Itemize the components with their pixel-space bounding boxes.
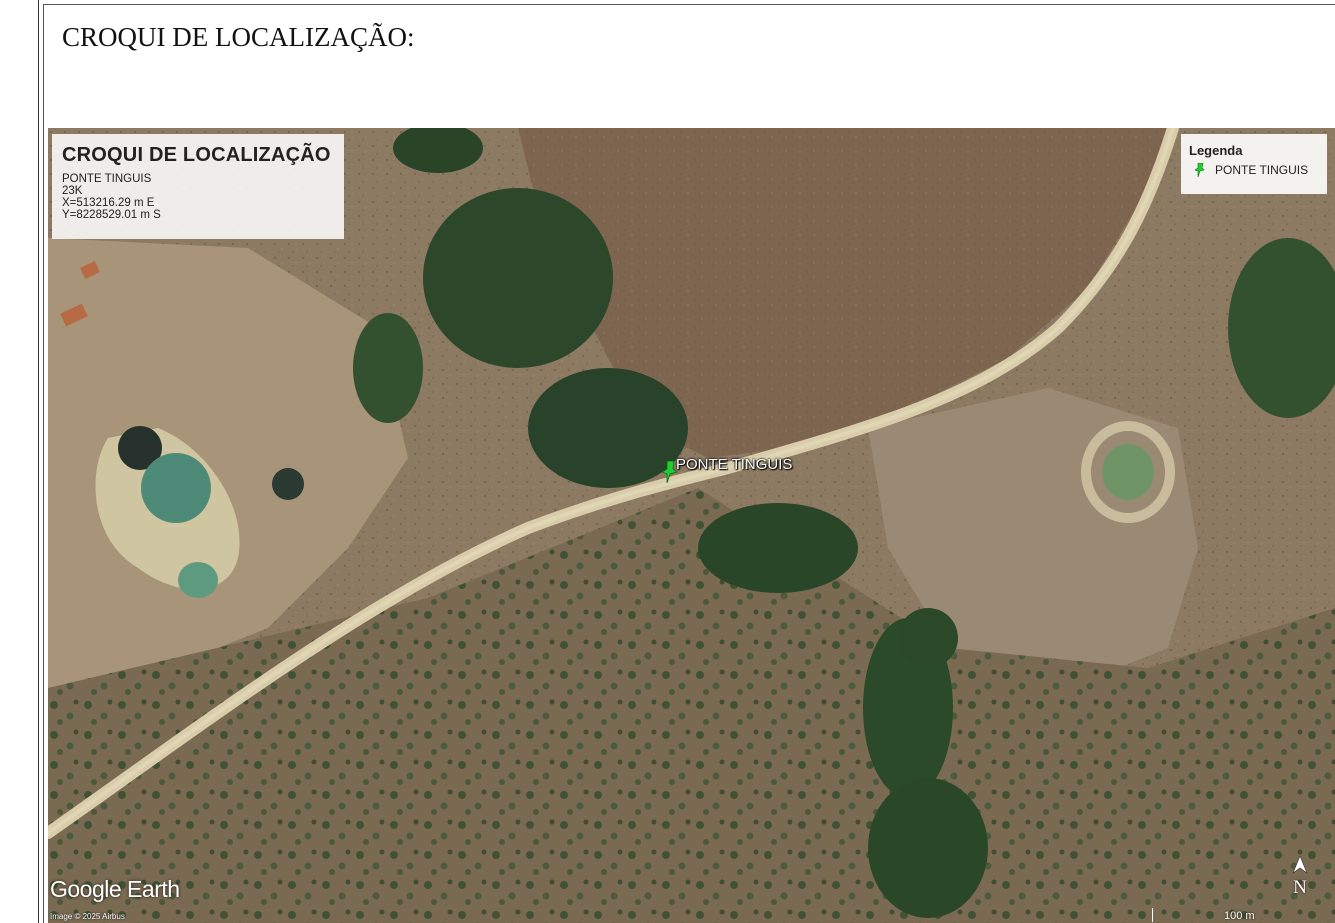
north-arrow-icon (1292, 855, 1308, 874)
legend-item-label: PONTE TINGUIS (1215, 163, 1309, 177)
left-margin-rule (38, 0, 39, 923)
north-label: N (1293, 877, 1307, 898)
map-info-panel: CROQUI DE LOCALIZAÇÃO PONTE TINGUIS 23K … (52, 134, 344, 239)
satellite-map[interactable]: CROQUI DE LOCALIZAÇÃO PONTE TINGUIS 23K … (48, 128, 1335, 923)
satellite-imagery (48, 128, 1335, 923)
map-info-zone: 23K (62, 185, 83, 197)
document-heading: CROQUI DE LOCALIZAÇÃO: (62, 22, 415, 52)
map-info-place: PONTE TINGUIS (62, 173, 152, 185)
green-pushpin-icon[interactable] (662, 461, 678, 483)
scale-label: 100 m (1224, 910, 1255, 922)
scale-bar (1152, 908, 1273, 922)
north-arrow: N (1287, 855, 1313, 898)
map-info-easting: X=513216.29 m E (62, 197, 155, 209)
map-legend: Legenda PONTE TINGUIS (1181, 134, 1327, 194)
map-info-northing: Y=8228529.01 m S (62, 209, 161, 221)
green-pushpin-icon (1195, 163, 1205, 177)
google-earth-logo: Google Earth (50, 876, 180, 902)
legend-item: PONTE TINGUIS (1189, 163, 1327, 177)
map-info-title: CROQUI DE LOCALIZAÇÃO (62, 144, 331, 166)
imagery-attribution: Image © 2025 Airbus (50, 912, 125, 921)
legend-title: Legenda (1189, 143, 1243, 158)
placemark-label[interactable]: PONTE TINGUIS (676, 456, 793, 473)
document-frame (43, 4, 1335, 923)
